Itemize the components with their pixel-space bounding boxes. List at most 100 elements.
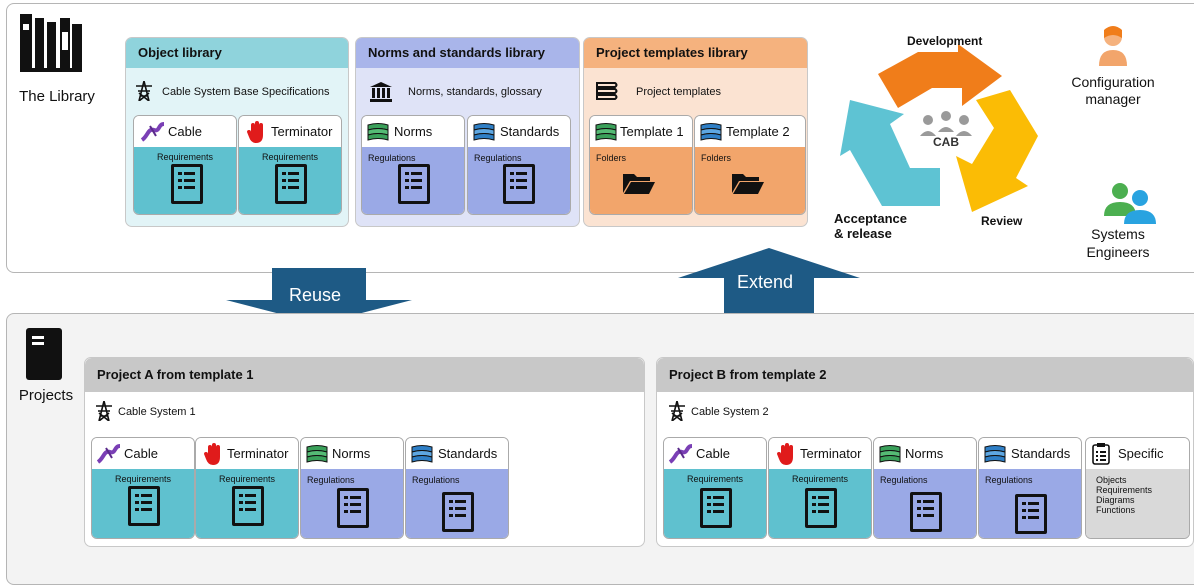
card-caption: Requirements xyxy=(156,152,214,162)
acceptance-label: Acceptance xyxy=(834,211,907,226)
project-a-card-cable[interactable]: Cable Requirements xyxy=(91,437,195,539)
card-caption: Requirements xyxy=(261,152,319,162)
card-caption: Regulations xyxy=(880,475,928,485)
card-caption: Regulations xyxy=(474,153,522,163)
cable-icon xyxy=(140,122,165,142)
transmission-tower-icon xyxy=(669,401,685,421)
project-b-card-terminator[interactable]: Terminator Requirements xyxy=(768,437,872,539)
project-b-card-norms[interactable]: Norms Regulations xyxy=(873,437,977,539)
cable-icon xyxy=(668,444,693,464)
document-list-icon xyxy=(1015,494,1047,534)
project-b-card-specific[interactable]: Specific Objects Requirements Diagrams F… xyxy=(1085,437,1190,539)
card-label: Template 1 xyxy=(620,124,684,139)
specific-item: Objects xyxy=(1096,475,1127,485)
acceptance-arrow xyxy=(840,100,940,206)
development-label: Development xyxy=(907,34,983,48)
library-label: The Library xyxy=(19,88,95,105)
config-manager-label-1: Configuration xyxy=(1071,74,1155,90)
document-list-icon xyxy=(503,164,535,204)
card-label: Standards xyxy=(1011,446,1071,461)
specific-item: Diagrams xyxy=(1096,495,1135,505)
projects-book-icon xyxy=(26,328,62,380)
folder-icon xyxy=(623,174,655,194)
norms-library-title: Norms and standards library xyxy=(356,38,579,68)
document-list-icon xyxy=(398,164,430,204)
books-icon xyxy=(700,123,722,141)
clipboard-icon xyxy=(1092,443,1110,465)
object-library-title: Object library xyxy=(126,38,348,68)
specific-items: Objects Requirements Diagrams Functions xyxy=(1096,475,1152,515)
cab-cycle-diagram xyxy=(840,44,1038,212)
folder-icon xyxy=(732,174,764,194)
templates-library-subtitle: Project templates xyxy=(636,86,721,98)
project-b-subtitle: Cable System 2 xyxy=(691,406,769,418)
document-list-icon xyxy=(275,164,307,204)
card-label: Terminator xyxy=(227,446,289,461)
reuse-arrow xyxy=(226,268,412,324)
bank-building-icon xyxy=(370,82,392,102)
specific-item: Requirements xyxy=(1096,485,1153,495)
library-card-template-2[interactable]: Template 2 Folders xyxy=(694,115,806,215)
transmission-tower-icon xyxy=(136,81,152,101)
stop-hand-icon xyxy=(247,121,263,143)
book-stack-icon xyxy=(596,82,618,100)
cab-label: CAB xyxy=(933,135,959,149)
card-caption: Regulations xyxy=(412,475,460,485)
object-library-subtitle: Cable System Base Specifications xyxy=(162,86,330,98)
document-list-icon xyxy=(805,488,837,528)
card-caption: Regulations xyxy=(307,475,355,485)
books-icon xyxy=(306,445,328,463)
extend-label: Extend xyxy=(737,272,794,292)
card-caption: Requirements xyxy=(791,474,849,484)
library-books-icon xyxy=(20,14,82,72)
card-caption: Requirements xyxy=(114,474,172,484)
systems-engineers-label-2: Engineers xyxy=(1086,244,1150,260)
review-arrow xyxy=(956,90,1038,212)
card-caption: Folders xyxy=(701,153,732,163)
norms-library-subtitle: Norms, standards, glossary xyxy=(408,86,542,98)
card-label: Norms xyxy=(332,446,371,461)
card-label: Cable xyxy=(168,124,202,139)
books-icon xyxy=(879,445,901,463)
people-icon xyxy=(1104,183,1156,224)
card-label: Terminator xyxy=(271,124,333,139)
card-label: Standards xyxy=(500,124,560,139)
project-a-title: Project A from template 1 xyxy=(85,358,644,392)
library-card-standards[interactable]: Standards Regulations xyxy=(467,115,571,215)
card-caption: Regulations xyxy=(368,153,416,163)
document-list-icon xyxy=(171,164,203,204)
card-label: Cable xyxy=(124,446,158,461)
card-caption: Requirements xyxy=(686,474,744,484)
library-card-terminator[interactable]: Terminator Requirements xyxy=(238,115,342,215)
card-caption: Requirements xyxy=(218,474,276,484)
card-label: Terminator xyxy=(800,446,862,461)
card-label: Template 2 xyxy=(726,124,790,139)
card-label: Standards xyxy=(438,446,498,461)
books-icon xyxy=(411,445,433,463)
card-caption: Folders xyxy=(596,153,627,163)
projects-label: Projects xyxy=(18,387,74,404)
extend-arrow xyxy=(678,248,860,314)
cable-icon xyxy=(96,444,121,464)
specific-item: Functions xyxy=(1096,505,1136,515)
books-icon xyxy=(473,123,495,141)
books-icon xyxy=(367,123,389,141)
project-b-card-cable[interactable]: Cable Requirements xyxy=(663,437,767,539)
templates-library-title: Project templates library xyxy=(584,38,807,68)
books-icon xyxy=(984,445,1006,463)
development-arrow xyxy=(878,44,1002,108)
project-b-title: Project B from template 2 xyxy=(657,358,1193,392)
review-label: Review xyxy=(981,214,1023,228)
stop-hand-icon xyxy=(777,443,793,465)
config-manager-label-2: manager xyxy=(1085,91,1141,107)
project-a-card-standards[interactable]: Standards Regulations xyxy=(405,437,509,539)
document-list-icon xyxy=(337,488,369,528)
document-list-icon xyxy=(232,486,264,526)
card-label: Cable xyxy=(696,446,730,461)
card-label: Norms xyxy=(905,446,944,461)
library-card-cable[interactable]: Cable Requirements xyxy=(133,115,237,215)
library-card-template-1[interactable]: Template 1 Folders xyxy=(589,115,693,215)
stop-hand-icon xyxy=(204,443,220,465)
reuse-label: Reuse xyxy=(289,285,342,305)
systems-engineers-label-1: Systems xyxy=(1091,226,1145,242)
